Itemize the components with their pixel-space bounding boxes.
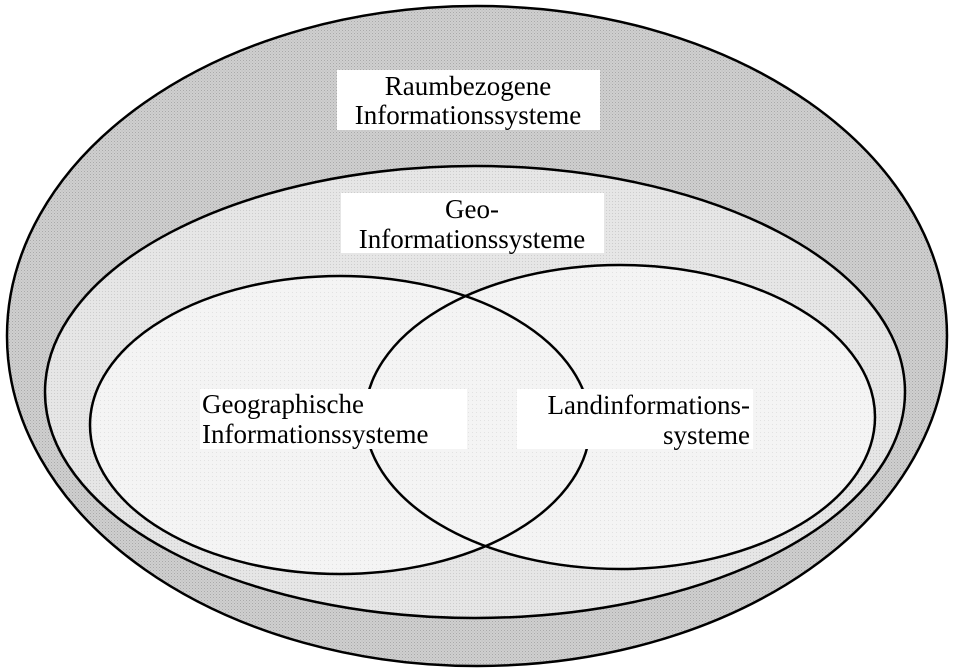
label-geographische-line1: Geographische <box>202 389 364 419</box>
label-geographische: Geographische Informationssysteme <box>200 389 467 449</box>
label-land: Landinformations- systeme <box>517 389 753 450</box>
label-raumbezogene-line1: Raumbezogene <box>385 71 551 101</box>
label-geo-line2: Informationssysteme <box>359 224 585 254</box>
label-geo-line1: Geo- <box>445 194 499 224</box>
label-geo: Geo- Informationssysteme <box>341 193 604 254</box>
label-land-line2: systeme <box>663 420 750 450</box>
label-land-line1: Landinformations- <box>548 390 750 420</box>
label-raumbezogene: Raumbezogene Informationssysteme <box>337 70 600 130</box>
label-geographische-line2: Informationssysteme <box>202 419 428 449</box>
label-raumbezogene-line2: Informationssysteme <box>355 100 581 130</box>
